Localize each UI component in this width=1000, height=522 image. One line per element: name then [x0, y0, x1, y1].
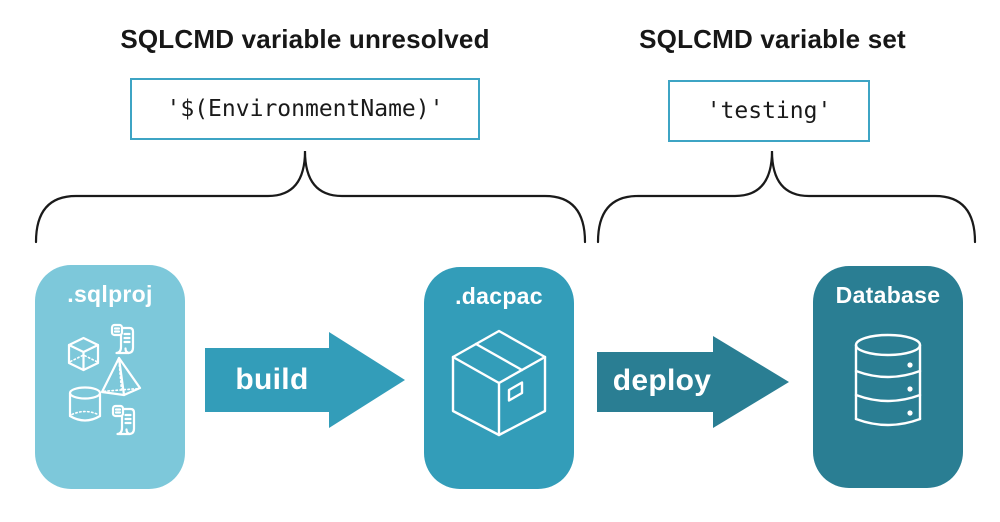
build-arrow [205, 332, 405, 428]
stage-sqlproj-label: .sqlproj [67, 281, 153, 307]
stage-dacpac-label: .dacpac [455, 283, 543, 309]
sql-objects-icon [67, 323, 142, 436]
code-box-set: 'testing' [668, 80, 870, 142]
pyramid-icon [100, 356, 142, 397]
package-icon [451, 329, 547, 437]
code-value-set: 'testing' [706, 98, 832, 124]
code-box-unresolved: '$(EnvironmentName)' [130, 78, 480, 140]
build-arrow-shape [205, 332, 405, 428]
left-brace [34, 150, 587, 244]
cube-icon [67, 336, 100, 372]
script-scroll-icon [111, 404, 136, 436]
cylinder-icon [68, 386, 102, 422]
heading-unresolved: SQLCMD variable unresolved [120, 24, 490, 54]
stage-sqlproj: .sqlproj [35, 265, 185, 489]
database-icon [854, 333, 922, 427]
stage-database-label: Database [835, 282, 941, 308]
build-arrow-label: build [235, 363, 309, 396]
deploy-arrow-shape [597, 336, 789, 428]
right-brace [596, 150, 977, 244]
code-value-unresolved: '$(EnvironmentName)' [166, 96, 444, 122]
script-scroll-icon [110, 323, 135, 355]
deploy-arrow [597, 336, 789, 428]
heading-set: SQLCMD variable set [639, 24, 906, 54]
stage-database: Database [813, 266, 963, 488]
deploy-arrow-label: deploy [612, 364, 712, 397]
stage-dacpac: .dacpac [424, 267, 574, 489]
